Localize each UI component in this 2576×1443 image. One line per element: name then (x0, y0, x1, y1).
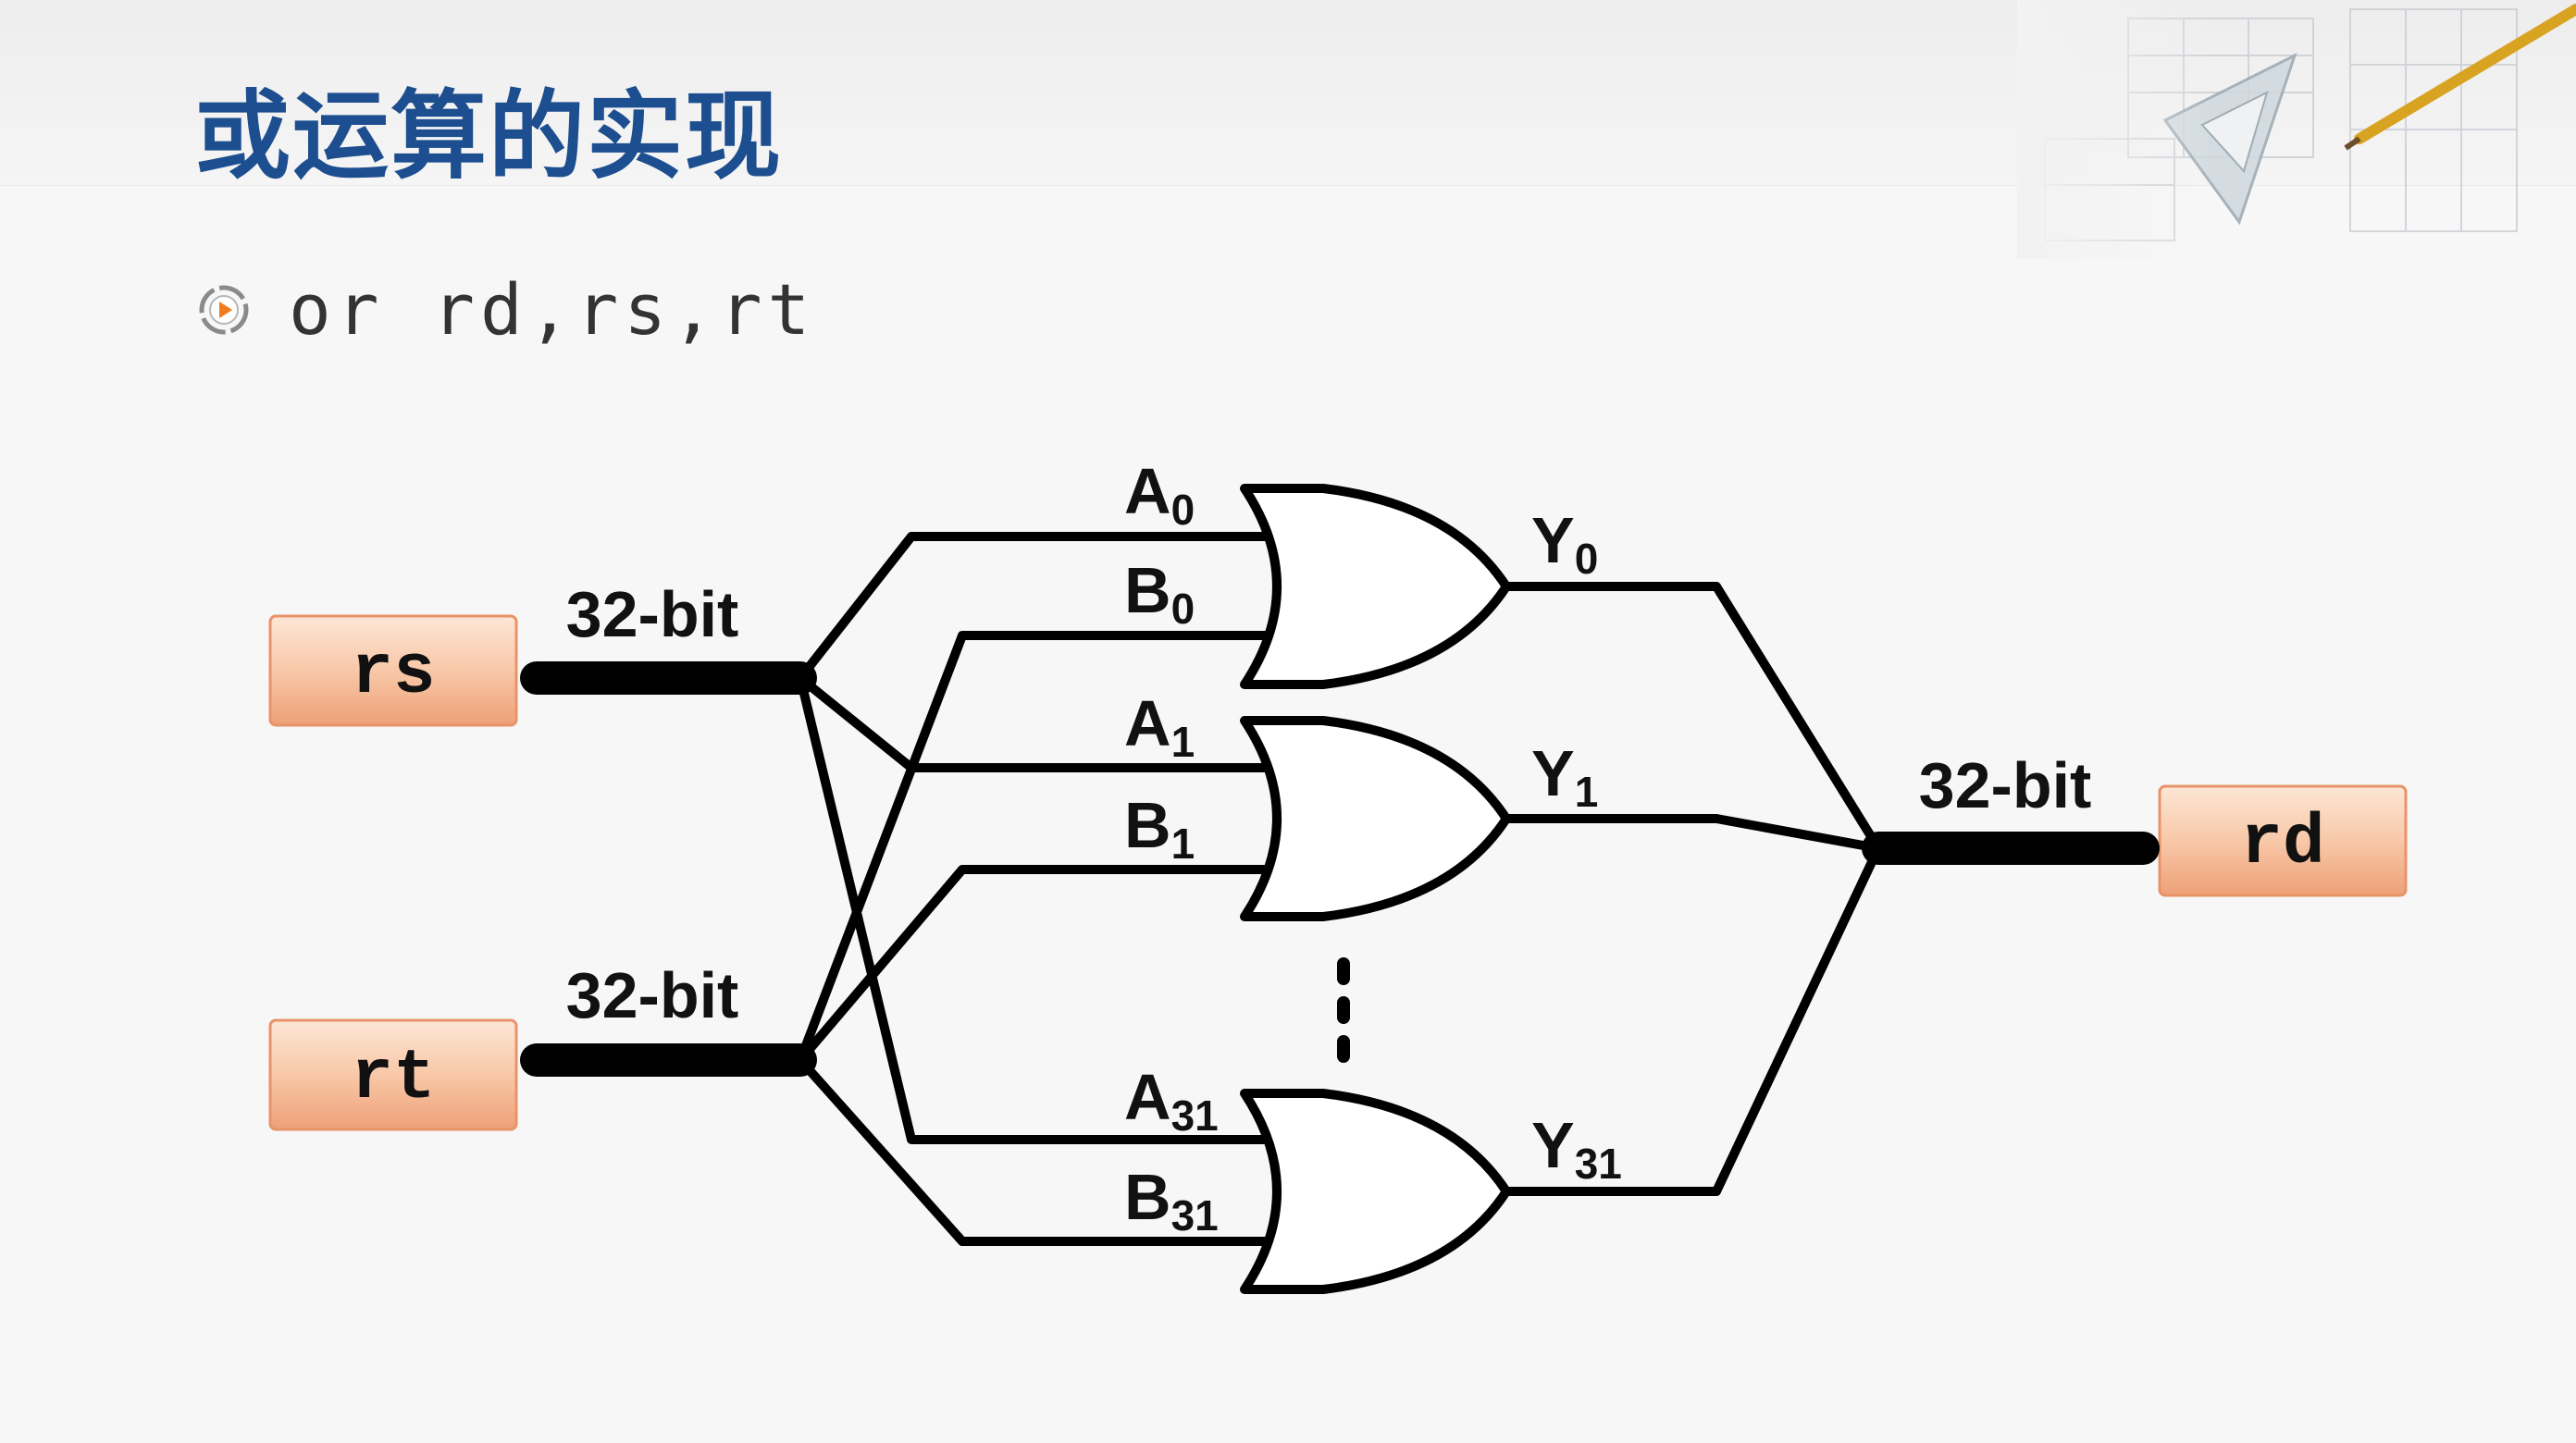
wire-y1-rd (1502, 814, 1883, 853)
register-rd-label: rd (2240, 804, 2324, 883)
label-y1: Y1 (1531, 737, 1598, 816)
gate-0-labels: A0 B0 Y0 (1124, 455, 1598, 633)
wires (796, 532, 1883, 1246)
register-rs: rs (268, 614, 518, 727)
register-rd: rd (2158, 784, 2408, 897)
rs-bus-label: 32-bit (566, 578, 739, 650)
wire-rs-a31 (796, 673, 1280, 1144)
wire-rt-b0 (796, 631, 1280, 1065)
gate-1-labels: A1 B1 Y1 (1124, 687, 1598, 868)
play-circle-bullet-icon (199, 285, 249, 334)
gate-31-labels: A31 B31 Y31 (1124, 1061, 1622, 1240)
register-rt: rt (268, 1018, 518, 1131)
drafting-decoration-image (2017, 0, 2576, 259)
slide-title: 或运算的实现 (194, 80, 784, 192)
wire-rt-b31 (796, 1055, 1280, 1246)
label-b1: B1 (1124, 789, 1195, 868)
bullet-row: or rd,rs,rt (196, 268, 815, 351)
wire-y31-rd (1502, 844, 1883, 1196)
label-a31: A31 (1124, 1061, 1219, 1140)
rd-bus-label: 32-bit (1919, 749, 2092, 821)
wire-rt-b1 (796, 865, 1280, 1065)
wire-rs-a1 (796, 673, 1280, 772)
label-b0: B0 (1124, 554, 1195, 633)
or-gate-31 (1240, 1089, 1511, 1294)
or-gate-1 (1240, 716, 1511, 921)
label-y31: Y31 (1531, 1109, 1622, 1188)
label-y0: Y0 (1531, 504, 1598, 583)
register-rs-label: rs (351, 634, 435, 713)
instruction-text: or rd,rs,rt (289, 268, 816, 351)
label-a0: A0 (1124, 455, 1195, 534)
rt-bus-label: 32-bit (566, 959, 739, 1031)
or-gate-0 (1240, 484, 1511, 689)
wire-y0-rd (1502, 582, 1883, 853)
label-a1: A1 (1124, 687, 1195, 766)
wire-rs-a0 (796, 532, 1280, 683)
label-b31: B31 (1124, 1161, 1219, 1240)
register-rt-label: rt (351, 1039, 435, 1118)
